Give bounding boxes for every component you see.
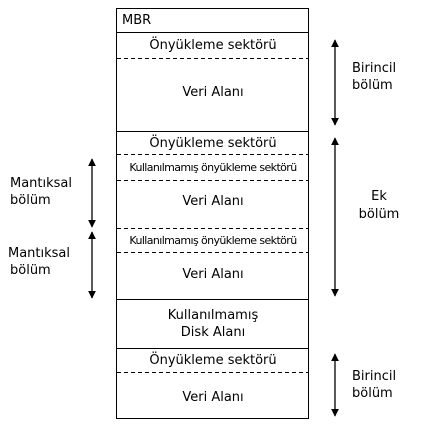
primary-top-boot-sector: Önyükleme sektörü [149,38,277,53]
primary-top-label-line1: Birincil [352,61,397,76]
logical2-data-area: Veri Alanı [182,267,244,282]
primary-bottom-label-line1: Birincil [352,369,397,384]
primary-top-label-line2: bölüm [352,78,393,93]
logical1-label-line1: Mantıksal [10,176,73,191]
primary-top-data-area: Veri Alanı [182,85,244,100]
disk-column [116,8,309,419]
logical1-unused-boot-sector: Kullanılmamış önyükleme sektörü [129,161,297,174]
logical1-label-line2: bölüm [10,193,51,208]
extended-label-line1: Ek [371,189,387,204]
primary-bottom-label-line2: bölüm [352,386,393,401]
logical2-label-line2: bölüm [10,263,51,278]
logical1-data-area: Veri Alanı [182,194,244,209]
primary-bottom-boot-sector: Önyükleme sektörü [149,353,277,368]
primary-bottom-data-area: Veri Alanı [182,390,244,405]
extended-boot-sector: Önyükleme sektörü [149,136,277,151]
logical2-label-line1: Mantıksal [8,246,71,261]
logical2-unused-boot-sector: Kullanılmamış önyükleme sektörü [129,234,297,247]
mbr-label: MBR [122,13,152,28]
unused-space-line1: Kullanılmamış [167,308,259,323]
unused-space-line2: Disk Alanı [180,325,246,340]
extended-label-line2: bölüm [358,207,400,222]
